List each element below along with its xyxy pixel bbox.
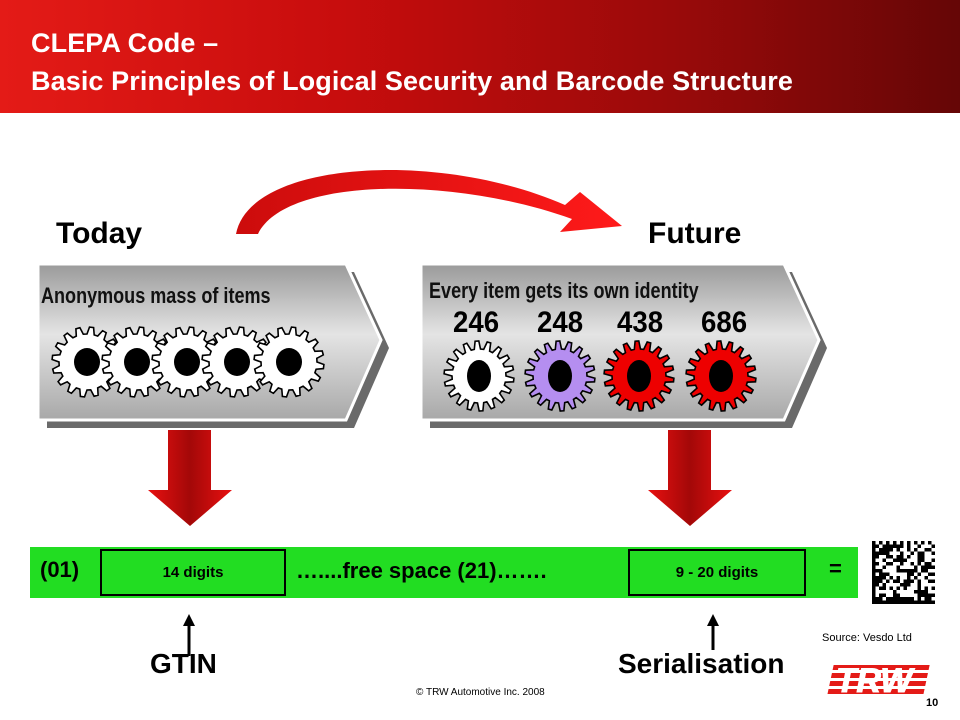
anonymous-gear-icon [201, 326, 273, 398]
slide-title: CLEPA Code – Basic Principles of Logical… [31, 24, 793, 100]
down-arrow-right [648, 430, 732, 526]
today-caption: Anonymous mass of items [41, 283, 271, 308]
item-id-3: 438 [617, 306, 664, 339]
page-number: 10 [926, 697, 939, 709]
identity-gear-icon [443, 340, 515, 412]
anonymous-gear-icon [151, 326, 223, 398]
svg-text:TRW: TRW [836, 662, 916, 700]
identity-gear-icon [524, 340, 596, 412]
anonymous-gear-icon [101, 326, 173, 398]
transition-curved-arrow [236, 170, 622, 234]
gtin-digits-box: 14 digits [100, 549, 286, 596]
datamatrix-code [872, 541, 935, 604]
future-label: Future [648, 217, 742, 250]
ai-prefix-01: (01) [40, 557, 80, 582]
future-caption: Every item gets its own identity [429, 278, 699, 303]
title-line-1: CLEPA Code – [31, 28, 219, 58]
anonymous-gear-icon [51, 326, 123, 398]
gtin-label: GTIN [150, 648, 217, 679]
equals-sign: = [829, 556, 842, 581]
header-band: CLEPA Code – Basic Principles of Logical… [0, 0, 960, 113]
identity-gear-icon [603, 340, 675, 412]
item-id-4: 686 [701, 306, 748, 339]
identity-gear-icon [685, 340, 757, 412]
gears-group [51, 326, 757, 412]
anonymous-gear-icon [253, 326, 325, 398]
serial-digits-box: 9 - 20 digits [628, 549, 806, 596]
serialisation-label: Serialisation [618, 648, 785, 679]
item-id-2: 248 [537, 306, 584, 339]
down-arrow-left [148, 430, 232, 526]
up-arrow-gtin [183, 614, 195, 656]
up-arrow-serialisation [707, 614, 719, 650]
item-id-1: 246 [453, 306, 500, 339]
source-note: Source: Vesdo Ltd [822, 632, 912, 644]
today-label: Today [56, 217, 143, 250]
free-space-text: …....free space (21)……. [296, 558, 547, 583]
title-line-2: Basic Principles of Logical Security and… [31, 66, 794, 96]
copyright-note: © TRW Automotive Inc. 2008 [416, 687, 545, 698]
trw-logo: TRW [827, 662, 930, 701]
